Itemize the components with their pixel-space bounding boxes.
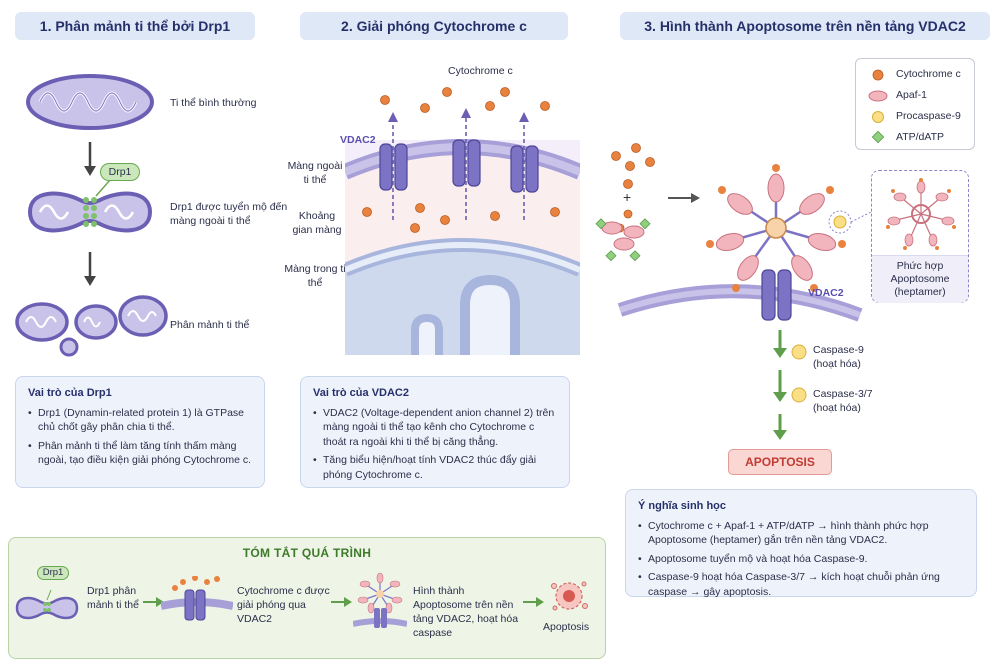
atp-legend-icon (871, 130, 885, 144)
legend-item: ATP/dATP (896, 131, 945, 143)
legend-icons (868, 69, 888, 144)
label-normal-mito: Ti thể bình thường (170, 97, 257, 109)
meaning-item: Caspase-9 hoạt hóa Caspase-3/7 → kích ho… (638, 570, 964, 599)
vdac2-role-title: Vai trò của VDAC2 (313, 387, 409, 399)
arrow-right-icon (331, 597, 352, 607)
drp1-role-title: Vai trò của Drp1 (28, 387, 112, 399)
header-drp1-fission: 1. Phân mảnh ti thể bởi Drp1 (15, 12, 255, 40)
biological-meaning-box: Ý nghĩa sinh học Cytochrome c + Apaf-1 +… (625, 489, 977, 599)
summary-step3: Hình thành Apoptosome trên nền tảng VDAC… (413, 585, 519, 639)
meaning-item: Apoptosome tuyển mộ và hoạt hóa Caspase-… (638, 552, 964, 567)
caspase-cascade-arrows (773, 330, 787, 440)
panel3-apoptosome-drawing: + (595, 143, 872, 322)
drp1-role-item: Drp1 (Dynamin-related protein 1) là GTPa… (28, 406, 252, 435)
label-outer-membrane: Màng ngoài ti thể (287, 160, 343, 186)
summary-drp1-tag: Drp1 (37, 566, 69, 580)
summary-mito-icon (15, 589, 79, 620)
panel1-drawing (15, 74, 168, 357)
summary-step2: Cytochrome c được giải phóng qua VDAC2 (237, 585, 330, 625)
caspase9-icon (791, 344, 807, 360)
caspase37-icon (791, 387, 807, 403)
vdac2-channels (362, 87, 560, 233)
arrow-right-icon (143, 597, 164, 607)
apoptotic-cell-icon (551, 581, 588, 611)
label-cytochrome-c: Cytochrome c (448, 65, 513, 77)
biological-meaning-title: Ý nghĩa sinh học (638, 500, 727, 512)
arrow-down-icon (773, 330, 787, 358)
vdac2-role-item: Tăng biểu hiện/hoạt tính VDAC2 thúc đẩy … (313, 453, 557, 482)
apoptosome-wheel-icon (706, 164, 852, 292)
constricted-mitochondrion-icon (27, 179, 153, 233)
vdac2-role-item: VDAC2 (Voltage-dependent anion channel 2… (313, 406, 557, 450)
heptamer-icon (886, 178, 956, 250)
legend-item: Cytochrome c (896, 68, 961, 80)
legend-item: Apaf-1 (896, 89, 927, 101)
meaning-item: Cytochrome c + Apaf-1 + ATP/dATP → hình … (638, 519, 964, 548)
vdac2-channel-icon (379, 143, 408, 191)
drp1-role-item: Phân mảnh ti thể làm tăng tính thấm màng… (28, 439, 252, 468)
header-apoptosome: 3. Hình thành Apoptosome trên nền tảng V… (620, 12, 990, 40)
header-cytochrome-release: 2. Giải phóng Cytochrome c (300, 12, 568, 40)
label-apoptosome-complex: Phức hợp Apoptosome (heptamer) (872, 255, 968, 303)
arrow-down-icon (84, 252, 96, 286)
drp1-tag: Drp1 (100, 163, 140, 181)
label-caspase9: Caspase-9 (hoạt hóa) (813, 344, 864, 370)
cytochrome-legend-icon (872, 69, 884, 81)
arrow-down-icon (773, 370, 787, 402)
apoptosome-complex-inset: Phức hợp Apoptosome (heptamer) (871, 170, 969, 303)
mitochondrial-fragments-icon (15, 295, 168, 357)
normal-mitochondrion-icon (26, 74, 154, 130)
summary-title: TÓM TẮT QUÁ TRÌNH (242, 546, 372, 560)
label-drp1-recruited: Drp1 được tuyển mộ đến màng ngoài ti thể (170, 201, 288, 227)
drp1-role-box: Vai trò của Drp1 Drp1 (Dynamin-related p… (15, 376, 265, 488)
vdac2-channel-icon (761, 269, 792, 321)
apaf1-legend-icon (868, 90, 888, 102)
summary-vdac2-icon (161, 576, 233, 621)
vdac2-channel-icon (452, 139, 481, 187)
label-inner-membrane: Màng trong ti thể (284, 263, 346, 289)
process-summary-box: TÓM TẮT QUÁ TRÌNH Drp1 Drp1 phân mảnh ti… (8, 537, 606, 659)
arrow-down-icon (84, 142, 96, 176)
vdac2-role-box: Vai trò của VDAC2 VDAC2 (Voltage-depende… (300, 376, 570, 488)
arrow-right-icon (668, 193, 700, 203)
summary-step1: Drp1 phân mảnh ti thể (87, 585, 139, 611)
legend: Cytochrome c Apaf-1 Procaspase-9 ATP/dAT… (855, 58, 975, 150)
label-vdac2-platform: VDAC2 (808, 287, 844, 299)
arrow-right-icon (523, 597, 544, 607)
vdac2-channel-icon (510, 145, 539, 193)
label-intermembrane-space: Khoảng gian màng (292, 210, 342, 236)
summary-apoptosome-icon (353, 572, 407, 628)
arrow-down-icon (773, 414, 787, 440)
legend-item: Procaspase-9 (896, 110, 961, 122)
label-caspase37: Caspase-3/7 (hoạt hóa) (813, 388, 873, 414)
label-fragmented: Phân mảnh ti thể (170, 319, 250, 331)
apoptosis-badge: APOPTOSIS (728, 449, 832, 475)
svg-text:+: + (623, 189, 631, 205)
summary-step4: Apoptosis (543, 621, 590, 633)
procaspase-legend-icon (872, 111, 884, 123)
label-vdac2: VDAC2 (340, 134, 376, 146)
